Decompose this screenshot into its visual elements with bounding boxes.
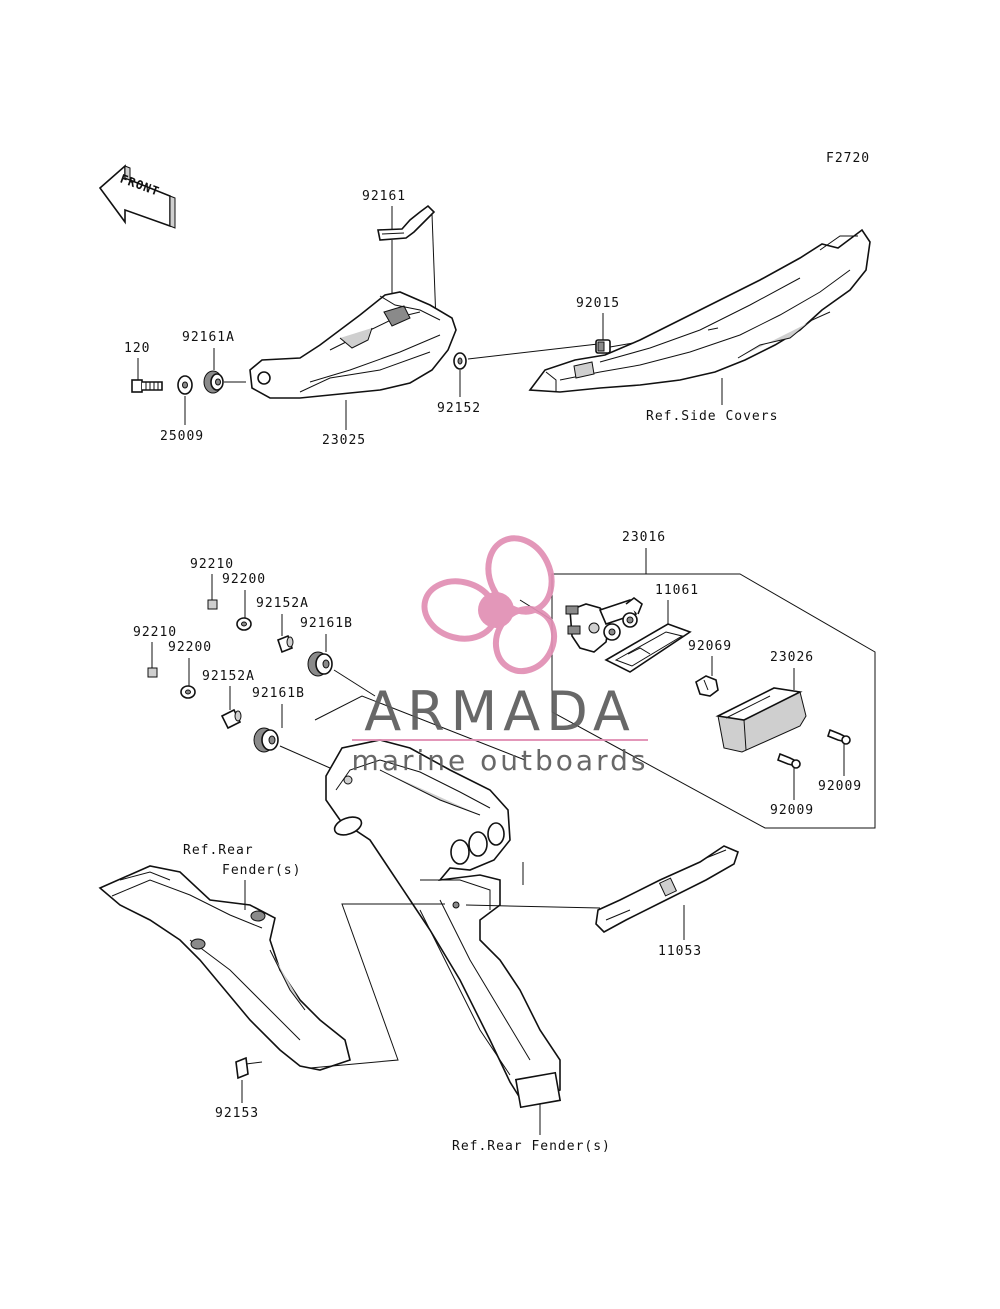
part-120-bolt <box>131 379 163 393</box>
leader-11053-to-frame <box>465 904 601 909</box>
label-23016: 23016 <box>622 530 666 545</box>
part-rear-fender-bracket <box>325 739 562 1109</box>
guide-fender-left <box>309 903 445 1069</box>
part-license-light-bolts <box>598 597 643 641</box>
label-23026: 23026 <box>770 650 814 665</box>
front-arrow-icon: FRONT <box>98 164 176 229</box>
label-120: 120 <box>124 341 150 356</box>
label-25009: 25009 <box>160 429 204 444</box>
part-92015-nut <box>595 339 611 354</box>
label-92069: 92069 <box>688 639 732 654</box>
label-23025: 23025 <box>322 433 366 448</box>
assembly-frame-23016 <box>551 573 876 829</box>
part-92161-strap <box>377 204 436 241</box>
leader-92161B-a-to-frame <box>333 669 376 697</box>
label-92200-a: 92200 <box>222 572 266 587</box>
part-23026-lens <box>715 687 807 753</box>
label-ref-rear-fender-bottom: Ref.Rear Fender(s) <box>452 1139 611 1154</box>
label-92152: 92152 <box>437 401 481 416</box>
leader-92161B-b-to-frame <box>279 745 331 769</box>
part-92161B-grommet-b <box>253 727 279 753</box>
part-92152A-collar-a <box>277 634 294 654</box>
label-92153: 92153 <box>215 1106 259 1121</box>
part-92152A-collar-b <box>220 708 242 730</box>
label-ref-rear-fender-line1: Ref.Rear <box>183 843 254 858</box>
part-11061-gasket <box>604 623 692 673</box>
label-92015: 92015 <box>576 296 620 311</box>
leader-92161-c <box>431 213 437 323</box>
part-license-light-base <box>565 603 611 653</box>
label-92161B-b: 92161B <box>252 686 305 701</box>
label-92152A-a: 92152A <box>256 596 309 611</box>
guide-frame-upper <box>314 695 526 761</box>
part-23025-seat-cowl <box>249 291 457 399</box>
label-ref-side-covers: Ref.Side Covers <box>646 409 778 424</box>
label-11053: 11053 <box>658 944 702 959</box>
label-ref-rear-fender-line2: Fender(s) <box>222 863 301 878</box>
part-92153-bolt <box>235 1056 263 1080</box>
label-92161B-a: 92161B <box>300 616 353 631</box>
part-side-cover <box>528 228 871 393</box>
label-92009-a: 92009 <box>818 779 862 794</box>
part-92152-collar <box>453 352 467 370</box>
propeller-logo-icon <box>421 535 558 675</box>
part-92069-bulb <box>695 675 719 697</box>
figure-code: F2720 <box>826 151 870 166</box>
watermark-tagline: marine outboards <box>352 744 649 777</box>
part-rear-fender-left <box>98 865 351 1071</box>
label-92161: 92161 <box>362 189 406 204</box>
label-92009-b: 92009 <box>770 803 814 818</box>
leader-92152-to-cover <box>467 343 599 360</box>
label-92200-b: 92200 <box>168 640 212 655</box>
label-92210-b: 92210 <box>133 625 177 640</box>
label-92152A-b: 92152A <box>202 669 255 684</box>
part-92009-screw-b <box>777 752 801 769</box>
part-92200-washer-b <box>180 685 196 699</box>
label-11061: 11061 <box>655 583 699 598</box>
part-92210-nut-b <box>147 667 158 678</box>
watermark: ARMADA marine outboards <box>352 535 649 777</box>
part-25009-washer <box>177 375 193 395</box>
label-92210-a: 92210 <box>190 557 234 572</box>
label-92161A: 92161A <box>182 330 235 345</box>
part-92161A-grommet <box>203 370 224 394</box>
part-11053-bracket <box>595 845 739 933</box>
part-92161B-grommet-a <box>307 651 333 677</box>
part-92200-washer-a <box>236 617 252 631</box>
part-92009-screw-a <box>827 728 851 745</box>
watermark-brand: ARMADA <box>364 680 636 743</box>
part-92210-nut-a <box>207 599 218 610</box>
